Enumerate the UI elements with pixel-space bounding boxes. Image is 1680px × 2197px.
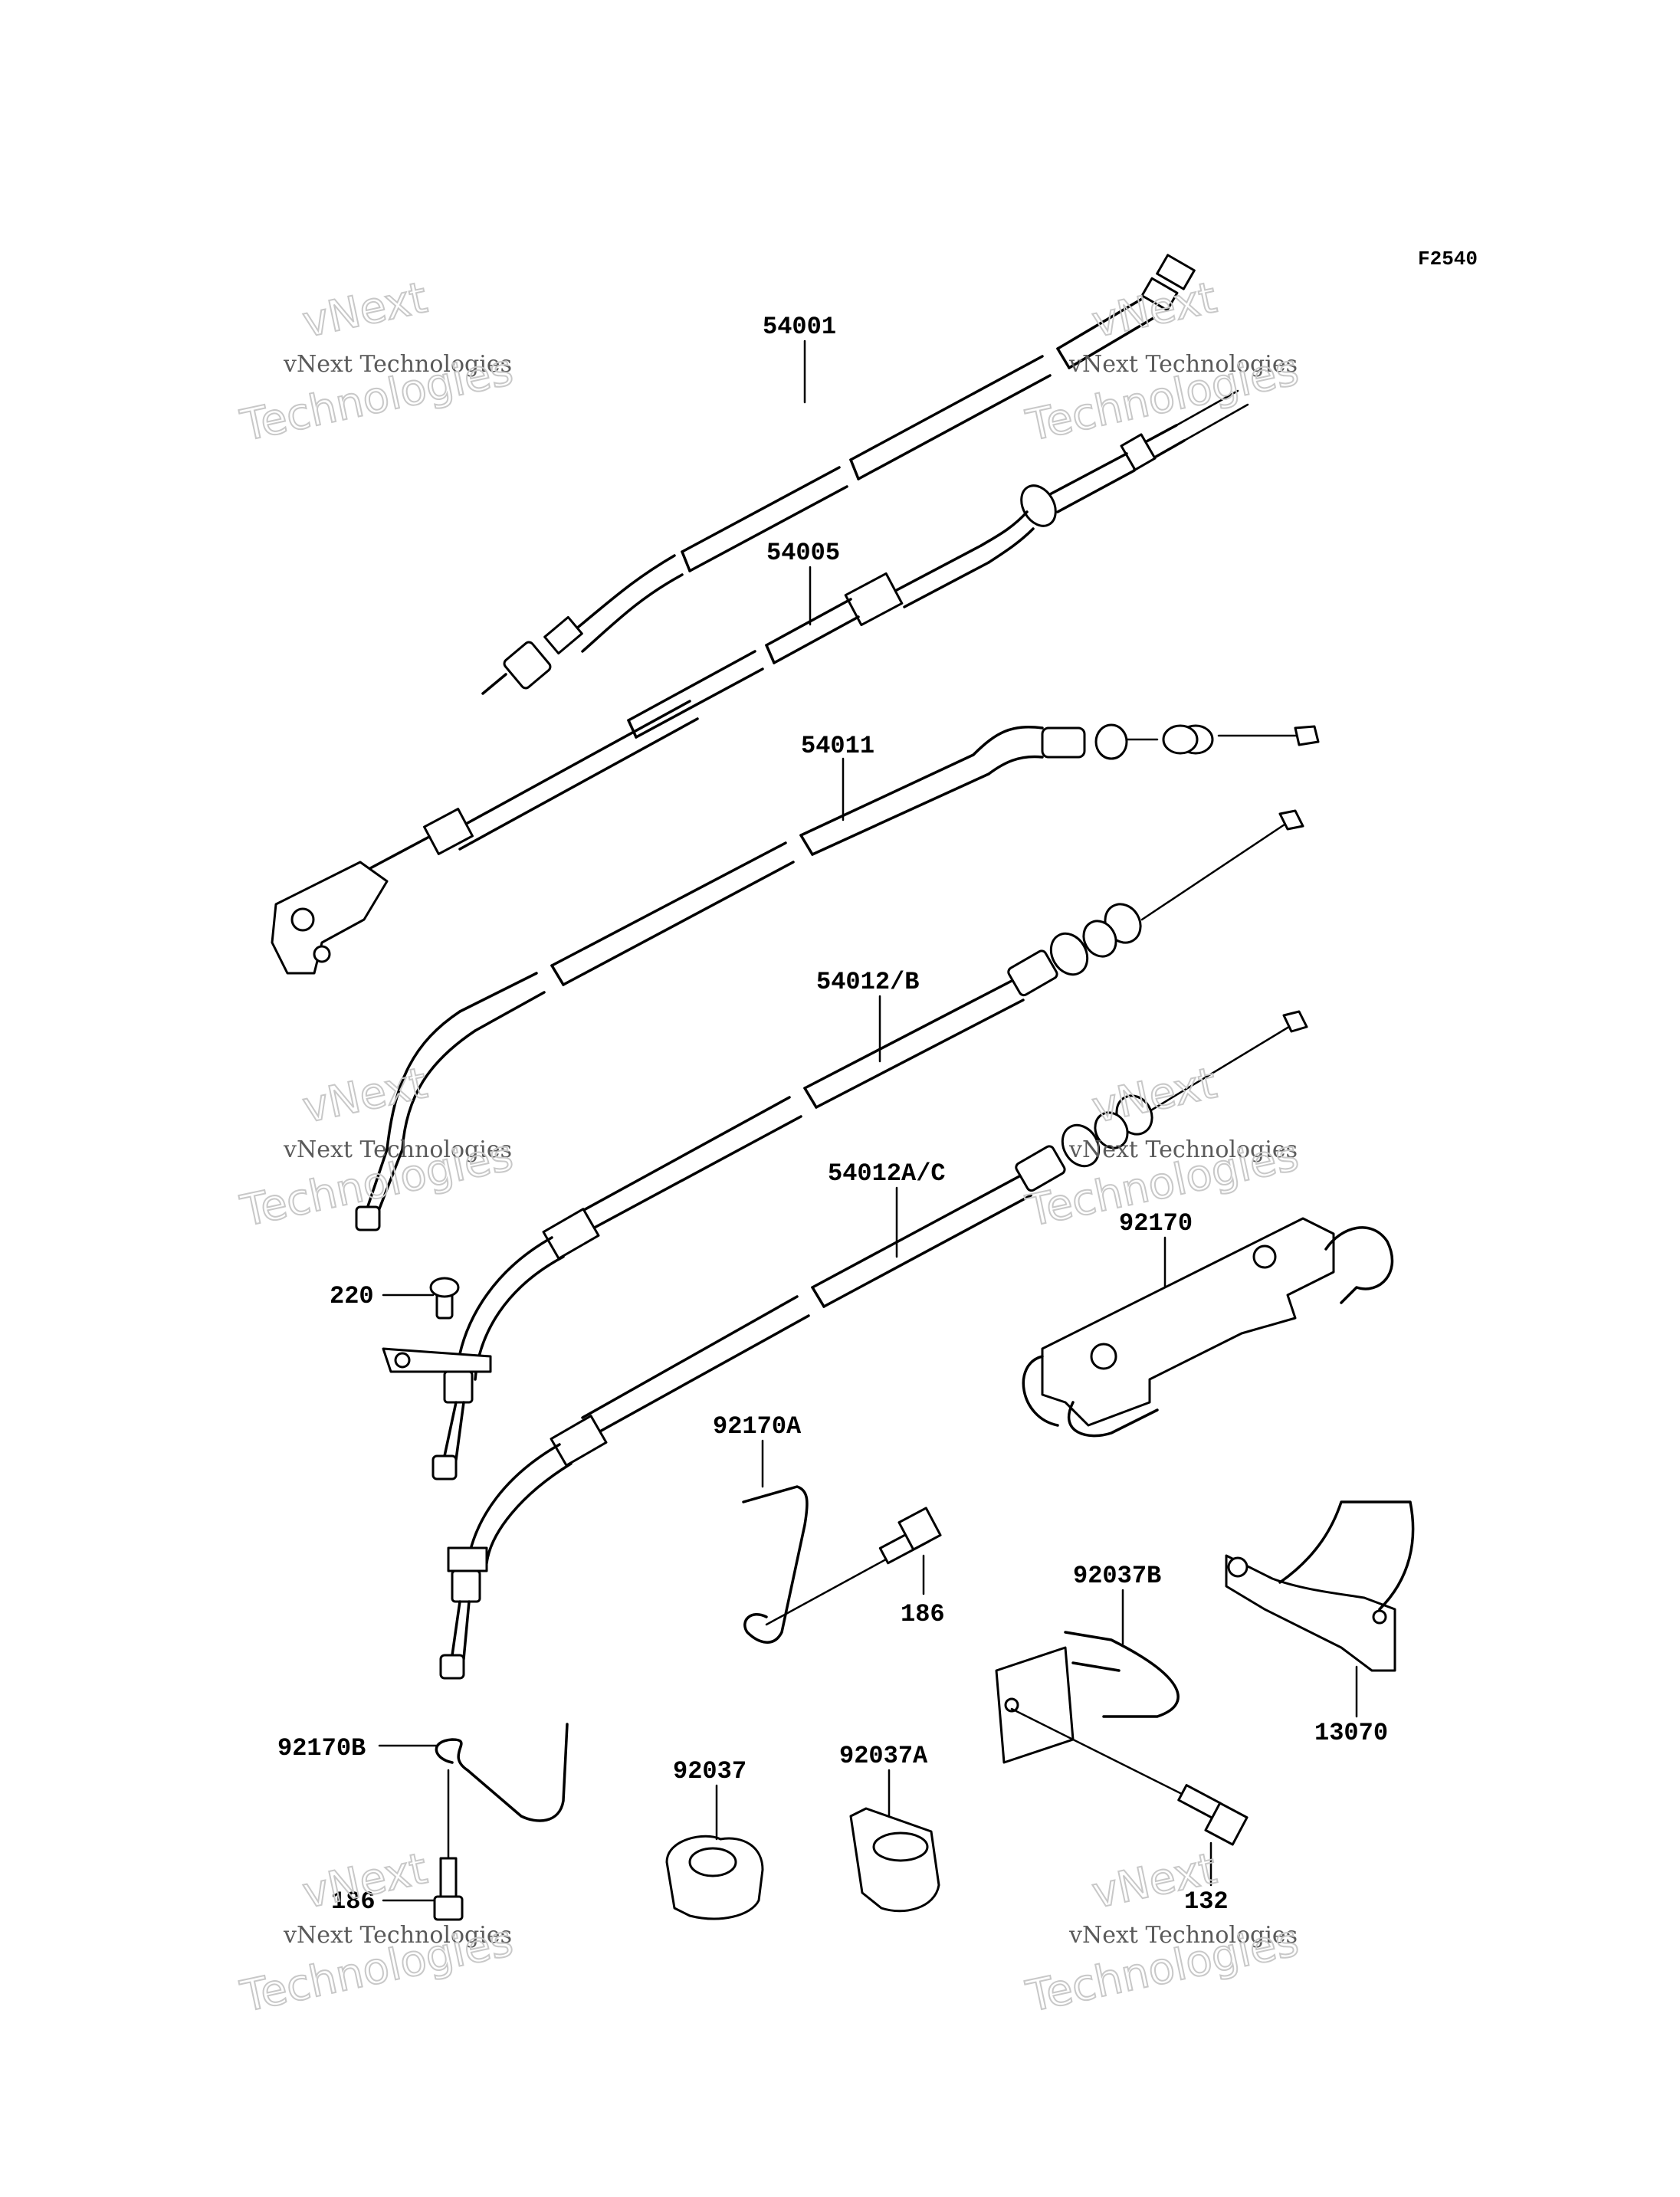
label-54012b: 54012/B: [816, 968, 919, 996]
label-92037: 92037: [673, 1757, 746, 1785]
label-92170b: 92170B: [277, 1734, 366, 1763]
svg-text:vNext Technologies: vNext Technologies: [283, 1136, 512, 1163]
svg-text:vNext Technologies: vNext Technologies: [283, 351, 512, 378]
label-54001: 54001: [763, 313, 836, 341]
watermark-top-left: vNext vNext Technologies Technologies: [235, 272, 517, 452]
label-54012ac: 54012A/C: [828, 1159, 946, 1188]
bolt-186-upper[interactable]: [765, 1507, 942, 1626]
svg-text:vNext Technologies: vNext Technologies: [1068, 1922, 1298, 1949]
svg-text:vNext: vNext: [298, 1058, 431, 1133]
svg-text:vNext: vNext: [1088, 273, 1221, 348]
label-13070: 13070: [1314, 1719, 1388, 1747]
clamp-92037[interactable]: [665, 1835, 764, 1920]
svg-text:vNext Technologies: vNext Technologies: [1068, 1136, 1298, 1163]
svg-text:vNext: vNext: [298, 273, 431, 348]
watermark-bottom-left: vNext vNext Technologies Technologies: [235, 1843, 517, 2023]
bracket-92170b[interactable]: [435, 1723, 569, 1822]
svg-text:vNext Technologies: vNext Technologies: [1068, 351, 1298, 378]
svg-text:vNext: vNext: [1088, 1058, 1221, 1133]
watermark-top-right: vNext vNext Technologies Technologies: [1021, 272, 1303, 452]
svg-text:vNext Technologies: vNext Technologies: [283, 1922, 512, 1949]
bolt-132[interactable]: [1177, 1784, 1249, 1846]
label-186-lower: 186: [331, 1887, 376, 1916]
label-54011: 54011: [801, 732, 874, 760]
label-220: 220: [330, 1282, 374, 1310]
label-54005: 54005: [766, 539, 840, 567]
cable-54012-b[interactable]: [382, 809, 1304, 1481]
cable-54005[interactable]: [271, 389, 1249, 975]
label-132: 132: [1184, 1887, 1229, 1916]
cable-54012-ac[interactable]: [439, 1010, 1308, 1680]
bracket-92037b[interactable]: [995, 1631, 1197, 1802]
bracket-92170a[interactable]: [742, 1485, 809, 1644]
diagram-code: F2540: [1418, 248, 1478, 271]
label-92170a: 92170A: [713, 1412, 802, 1441]
label-92037b: 92037B: [1073, 1562, 1161, 1590]
label-92170: 92170: [1119, 1209, 1193, 1238]
label-92037a: 92037A: [839, 1742, 928, 1770]
cable-54011[interactable]: [355, 723, 1320, 1231]
clamp-92037a[interactable]: [849, 1807, 940, 1913]
cable-54001[interactable]: [481, 254, 1196, 695]
bolt-186-lower[interactable]: [433, 1769, 464, 1921]
plate-13070[interactable]: [1225, 1500, 1415, 1672]
bracket-92170[interactable]: [1022, 1217, 1394, 1438]
screw-220[interactable]: [429, 1277, 460, 1320]
label-186-upper: 186: [901, 1600, 945, 1628]
watermark-bottom-right: vNext vNext Technologies Technologies: [1021, 1843, 1303, 2023]
